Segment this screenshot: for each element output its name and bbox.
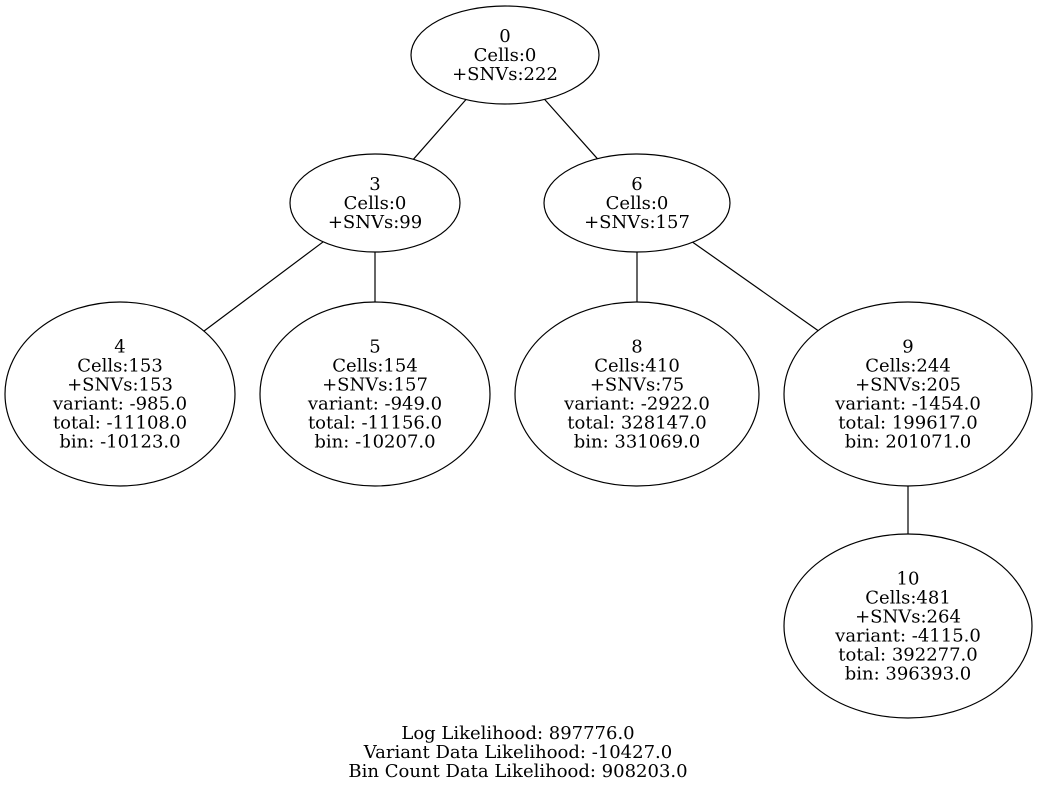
tree-edges xyxy=(203,99,909,534)
node-id-label: 4 xyxy=(114,337,125,358)
node-stat-label: total: -11156.0 xyxy=(308,413,442,434)
node-stat-label: Cells:0 xyxy=(606,193,669,214)
node-id-label: 5 xyxy=(369,337,380,358)
node-id-label: 0 xyxy=(499,26,510,47)
node-stat-label: +SNVs:264 xyxy=(855,607,961,628)
node-ellipse xyxy=(410,5,600,105)
node-stat-label: total: -11108.0 xyxy=(53,413,187,434)
edge-n0-n3 xyxy=(412,99,467,160)
node-stat-label: Cells:410 xyxy=(594,356,680,377)
node-stat-label: Cells:0 xyxy=(474,45,537,66)
likelihood-line: Variant Data Likelihood: -10427.0 xyxy=(363,742,672,763)
node-stat-label: +SNVs:75 xyxy=(590,375,684,396)
node-stat-label: Cells:0 xyxy=(344,193,407,214)
node-stat-label: variant: -4115.0 xyxy=(834,626,981,647)
node-ellipse xyxy=(783,301,1033,487)
node-stat-label: +SNVs:157 xyxy=(322,375,428,396)
node-ellipse xyxy=(543,153,731,253)
node-stat-label: bin: -10123.0 xyxy=(59,432,180,453)
node-stat-label: +SNVs:157 xyxy=(584,212,690,233)
node-id-label: 6 xyxy=(631,174,642,195)
node-id-label: 10 xyxy=(897,569,920,590)
edge-n0-n6 xyxy=(544,99,598,160)
node-stat-label: total: 328147.0 xyxy=(567,413,706,434)
node-id-label: 9 xyxy=(902,337,913,358)
node-ellipse xyxy=(289,153,461,253)
node-stat-label: Cells:153 xyxy=(77,356,163,377)
node-stat-label: Cells:154 xyxy=(332,356,418,377)
node-stat-label: variant: -2922.0 xyxy=(563,394,710,415)
node-stat-label: Cells:244 xyxy=(865,356,951,377)
node-stat-label: variant: -1454.0 xyxy=(834,394,981,415)
node-stat-label: +SNVs:222 xyxy=(452,64,558,85)
node-stat-label: +SNVs:205 xyxy=(855,375,961,396)
tree-nodes: 0Cells:0+SNVs:2223Cells:0+SNVs:996Cells:… xyxy=(4,5,1033,719)
node-ellipse xyxy=(783,533,1033,719)
node-stat-label: Cells:481 xyxy=(865,588,951,609)
node-stat-label: total: 392277.0 xyxy=(838,645,977,666)
node-ellipse xyxy=(4,301,236,487)
node-stat-label: +SNVs:153 xyxy=(67,375,173,396)
node-stat-label: bin: 396393.0 xyxy=(845,664,972,685)
node-stat-label: variant: -985.0 xyxy=(52,394,187,415)
edge-n3-n4 xyxy=(203,241,324,332)
node-stat-label: bin: 331069.0 xyxy=(574,432,701,453)
node-id-label: 8 xyxy=(631,337,642,358)
likelihood-line: Log Likelihood: 897776.0 xyxy=(401,723,634,744)
node-stat-label: bin: 201071.0 xyxy=(845,432,972,453)
node-ellipse xyxy=(514,301,760,487)
node-stat-label: total: 199617.0 xyxy=(838,413,977,434)
node-stat-label: variant: -949.0 xyxy=(307,394,442,415)
edge-n6-n9 xyxy=(692,241,819,332)
node-ellipse xyxy=(259,301,491,487)
node-stat-label: +SNVs:99 xyxy=(328,212,422,233)
likelihood-line: Bin Count Data Likelihood: 908203.0 xyxy=(348,761,687,782)
node-stat-label: bin: -10207.0 xyxy=(314,432,435,453)
node-id-label: 3 xyxy=(369,174,380,195)
